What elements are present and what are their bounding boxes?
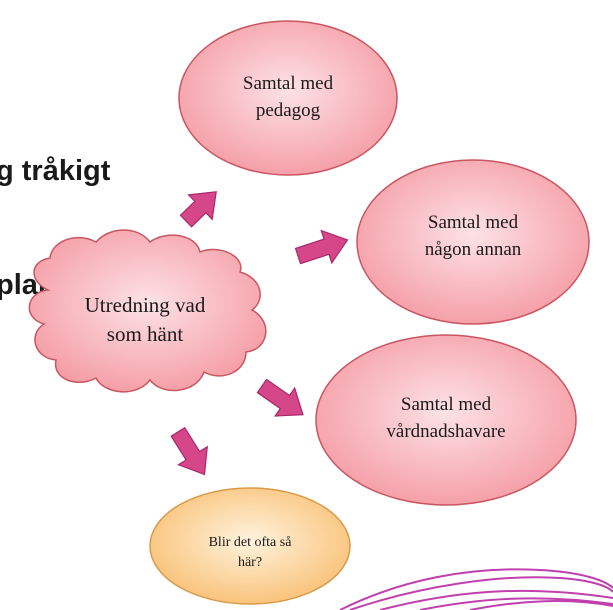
arrow-to-pedagog <box>179 191 217 228</box>
decorative-swoosh <box>339 568 613 610</box>
slide-title: g tråkigt plan <box>0 76 110 342</box>
arrow-to-annan <box>294 229 349 265</box>
arrow-to-question <box>170 426 208 476</box>
cloud-node-shape <box>28 229 267 393</box>
node-annan-label: Samtal med någon annan <box>424 212 522 260</box>
node-center-label: Utredning vad som hänt <box>84 293 206 346</box>
node-pedagog-shape <box>178 20 398 176</box>
node-question-shape <box>149 487 351 605</box>
node-vardnad-shape <box>315 334 577 506</box>
node-vardnad-label: Samtal med vårdnadshavare <box>386 394 506 442</box>
slide-title-line-1: g tråkigt <box>0 155 111 187</box>
node-question-label: Blir det ofta så här? <box>208 535 292 570</box>
node-annan-shape <box>356 159 590 325</box>
node-pedagog-label: Samtal med pedagog <box>242 73 334 121</box>
arrow-to-vardnad <box>256 378 304 417</box>
